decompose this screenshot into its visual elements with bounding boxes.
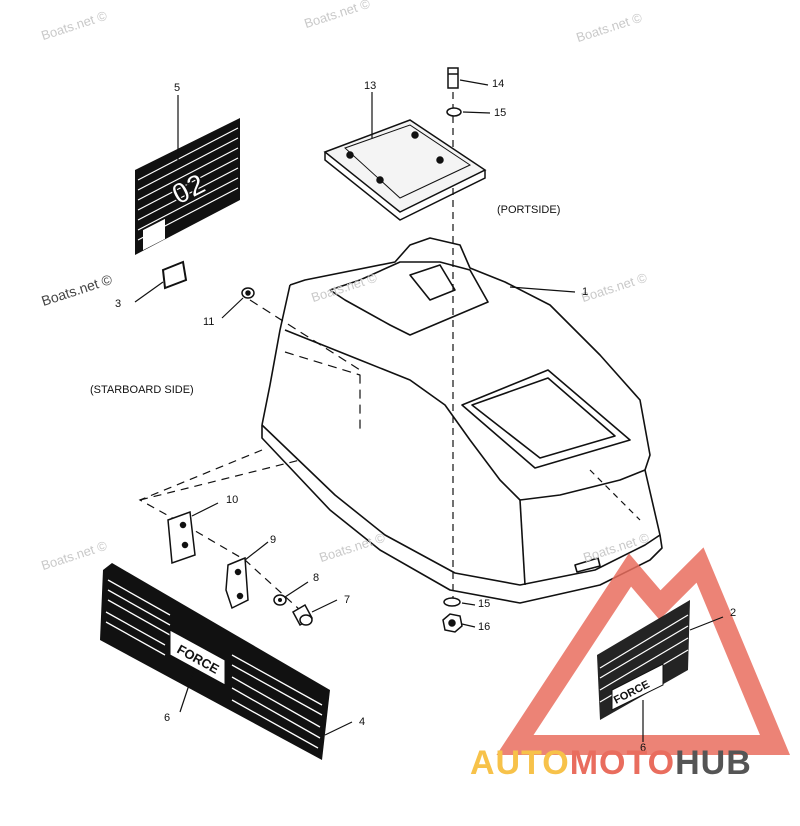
automotohub-logo-mark bbox=[496, 547, 790, 755]
cover-plate bbox=[323, 119, 487, 221]
washer-8 bbox=[273, 594, 287, 606]
callout-8: 8 bbox=[313, 572, 320, 584]
callout-2: 2 bbox=[730, 607, 737, 619]
screw-11 bbox=[241, 287, 255, 299]
washer-15-top bbox=[446, 107, 462, 117]
callout-3: 3 bbox=[115, 298, 122, 310]
bracket-10 bbox=[167, 510, 196, 565]
callout-6-side: 6 bbox=[640, 742, 647, 754]
starboard-note: (STARBOARD SIDE) bbox=[90, 384, 194, 396]
brand-moto: MOTO bbox=[569, 744, 676, 782]
washer-15-bottom bbox=[443, 597, 461, 607]
callout-15-bottom: 15 bbox=[478, 598, 491, 610]
callout-9: 9 bbox=[270, 534, 277, 546]
side-decal bbox=[597, 600, 690, 720]
callout-6-front: 6 bbox=[164, 712, 171, 724]
callout-16: 16 bbox=[478, 621, 491, 633]
front-decal bbox=[100, 563, 330, 760]
nut-16 bbox=[442, 613, 463, 633]
callout-10: 10 bbox=[226, 494, 239, 506]
callout-14: 14 bbox=[492, 78, 505, 90]
engine-cowl bbox=[261, 237, 663, 604]
automotohub-wordmark: AUTOMOTOHUB bbox=[470, 744, 752, 783]
brand-hub: HUB bbox=[675, 744, 752, 782]
screw-7 bbox=[291, 603, 314, 627]
brand-auto: AUTO bbox=[470, 744, 570, 782]
callout-11: 11 bbox=[203, 316, 215, 328]
callout-4: 4 bbox=[359, 716, 366, 728]
small-decal bbox=[161, 260, 188, 290]
callout-15-top: 15 bbox=[494, 107, 507, 119]
callout-7: 7 bbox=[344, 594, 351, 606]
callout-5: 5 bbox=[174, 82, 181, 94]
leader-lines bbox=[134, 79, 724, 742]
portside-note: (PORTSIDE) bbox=[497, 204, 561, 216]
callout-13: 13 bbox=[364, 80, 377, 92]
callout-1: 1 bbox=[582, 286, 589, 298]
latch-9 bbox=[225, 556, 249, 610]
model-decal bbox=[135, 118, 240, 255]
screw-14 bbox=[447, 67, 459, 89]
